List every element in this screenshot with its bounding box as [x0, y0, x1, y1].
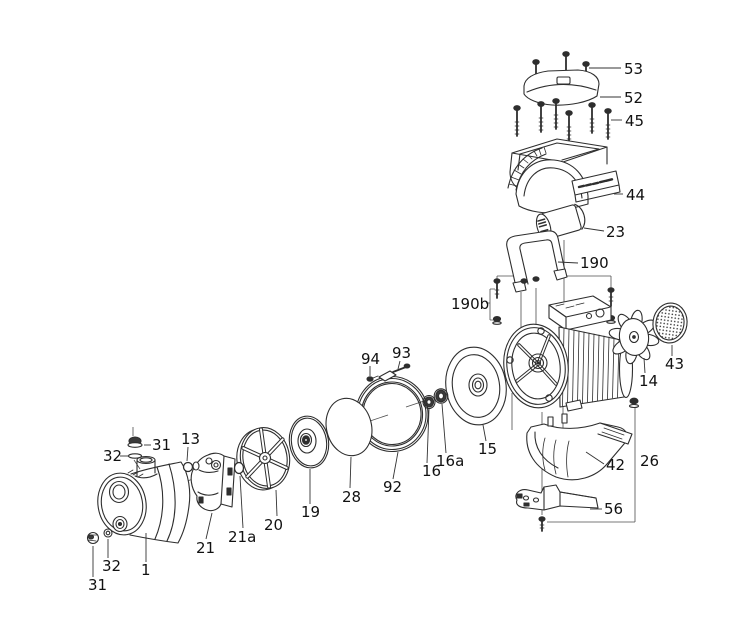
- motor-body: [548, 295, 634, 412]
- impeller-19: [288, 415, 330, 469]
- callout-13: 13: [181, 430, 200, 448]
- fan-14: [608, 309, 660, 365]
- callout-43: 43: [665, 355, 684, 373]
- callout-56: 56: [604, 500, 623, 518]
- callout-45: 45: [625, 112, 644, 130]
- callout-190: 190: [580, 254, 609, 272]
- callout-20: 20: [264, 516, 283, 534]
- motor-flange: [503, 323, 569, 409]
- cap-52: [523, 69, 600, 106]
- leader-lines: [92, 67, 673, 577]
- callout-14: 14: [639, 372, 658, 390]
- callout-15: 15: [478, 440, 497, 458]
- bolt-26: [538, 397, 640, 532]
- callout-21a: 21a: [228, 528, 256, 546]
- callout-44: 44: [626, 186, 645, 204]
- callout-42: 42: [606, 456, 625, 474]
- callout-32-top: 32: [103, 447, 122, 465]
- callout-94: 94: [361, 350, 380, 368]
- callout-52: 52: [624, 89, 643, 107]
- washer-32-bottom: [103, 528, 113, 538]
- pump-body-1: [97, 455, 191, 544]
- screws-53: [532, 51, 590, 78]
- handle-190: [506, 230, 568, 293]
- o-ring-13: [182, 461, 194, 473]
- callout-28: 28: [342, 488, 361, 506]
- parts: [86, 51, 688, 545]
- washer-32-top: [127, 453, 143, 459]
- cover-44: [507, 138, 621, 214]
- fan-cover-43: [652, 302, 688, 344]
- callout-32-bottom: 32: [102, 557, 121, 575]
- callout-53: 53: [624, 60, 643, 78]
- capacitor-23: [535, 203, 586, 240]
- callout-19: 19: [301, 503, 320, 521]
- callout-labels: 53 52 45 44 23 190 190b 43 14 94 93 15 1…: [88, 60, 684, 594]
- ejector-21: [190, 452, 236, 512]
- plug-31-top: [127, 436, 143, 448]
- callout-16: 16: [422, 462, 441, 480]
- callout-31-bottom: 31: [88, 576, 107, 594]
- screws-190b: [492, 278, 616, 325]
- callout-26: 26: [640, 452, 659, 470]
- bolt-94: [366, 375, 379, 382]
- plug-31-bottom: [86, 531, 100, 545]
- callout-93: 93: [392, 344, 411, 362]
- o-ring-21a: [233, 461, 245, 475]
- diffuser-20: [236, 427, 291, 491]
- callout-21: 21: [196, 539, 215, 557]
- lower-shell-42: [526, 413, 633, 481]
- screws-45: [513, 98, 612, 142]
- bracket-56: [515, 484, 599, 511]
- callout-1: 1: [141, 561, 151, 579]
- nut-16a: [433, 388, 449, 404]
- callout-190b: 190b: [451, 295, 489, 313]
- callout-92: 92: [383, 478, 402, 496]
- seal-plate-15: [445, 346, 507, 426]
- callout-16a: 16a: [436, 452, 464, 470]
- callout-31-top: 31: [152, 436, 171, 454]
- clamp-screw-93: [378, 363, 411, 382]
- callout-23: 23: [606, 223, 625, 241]
